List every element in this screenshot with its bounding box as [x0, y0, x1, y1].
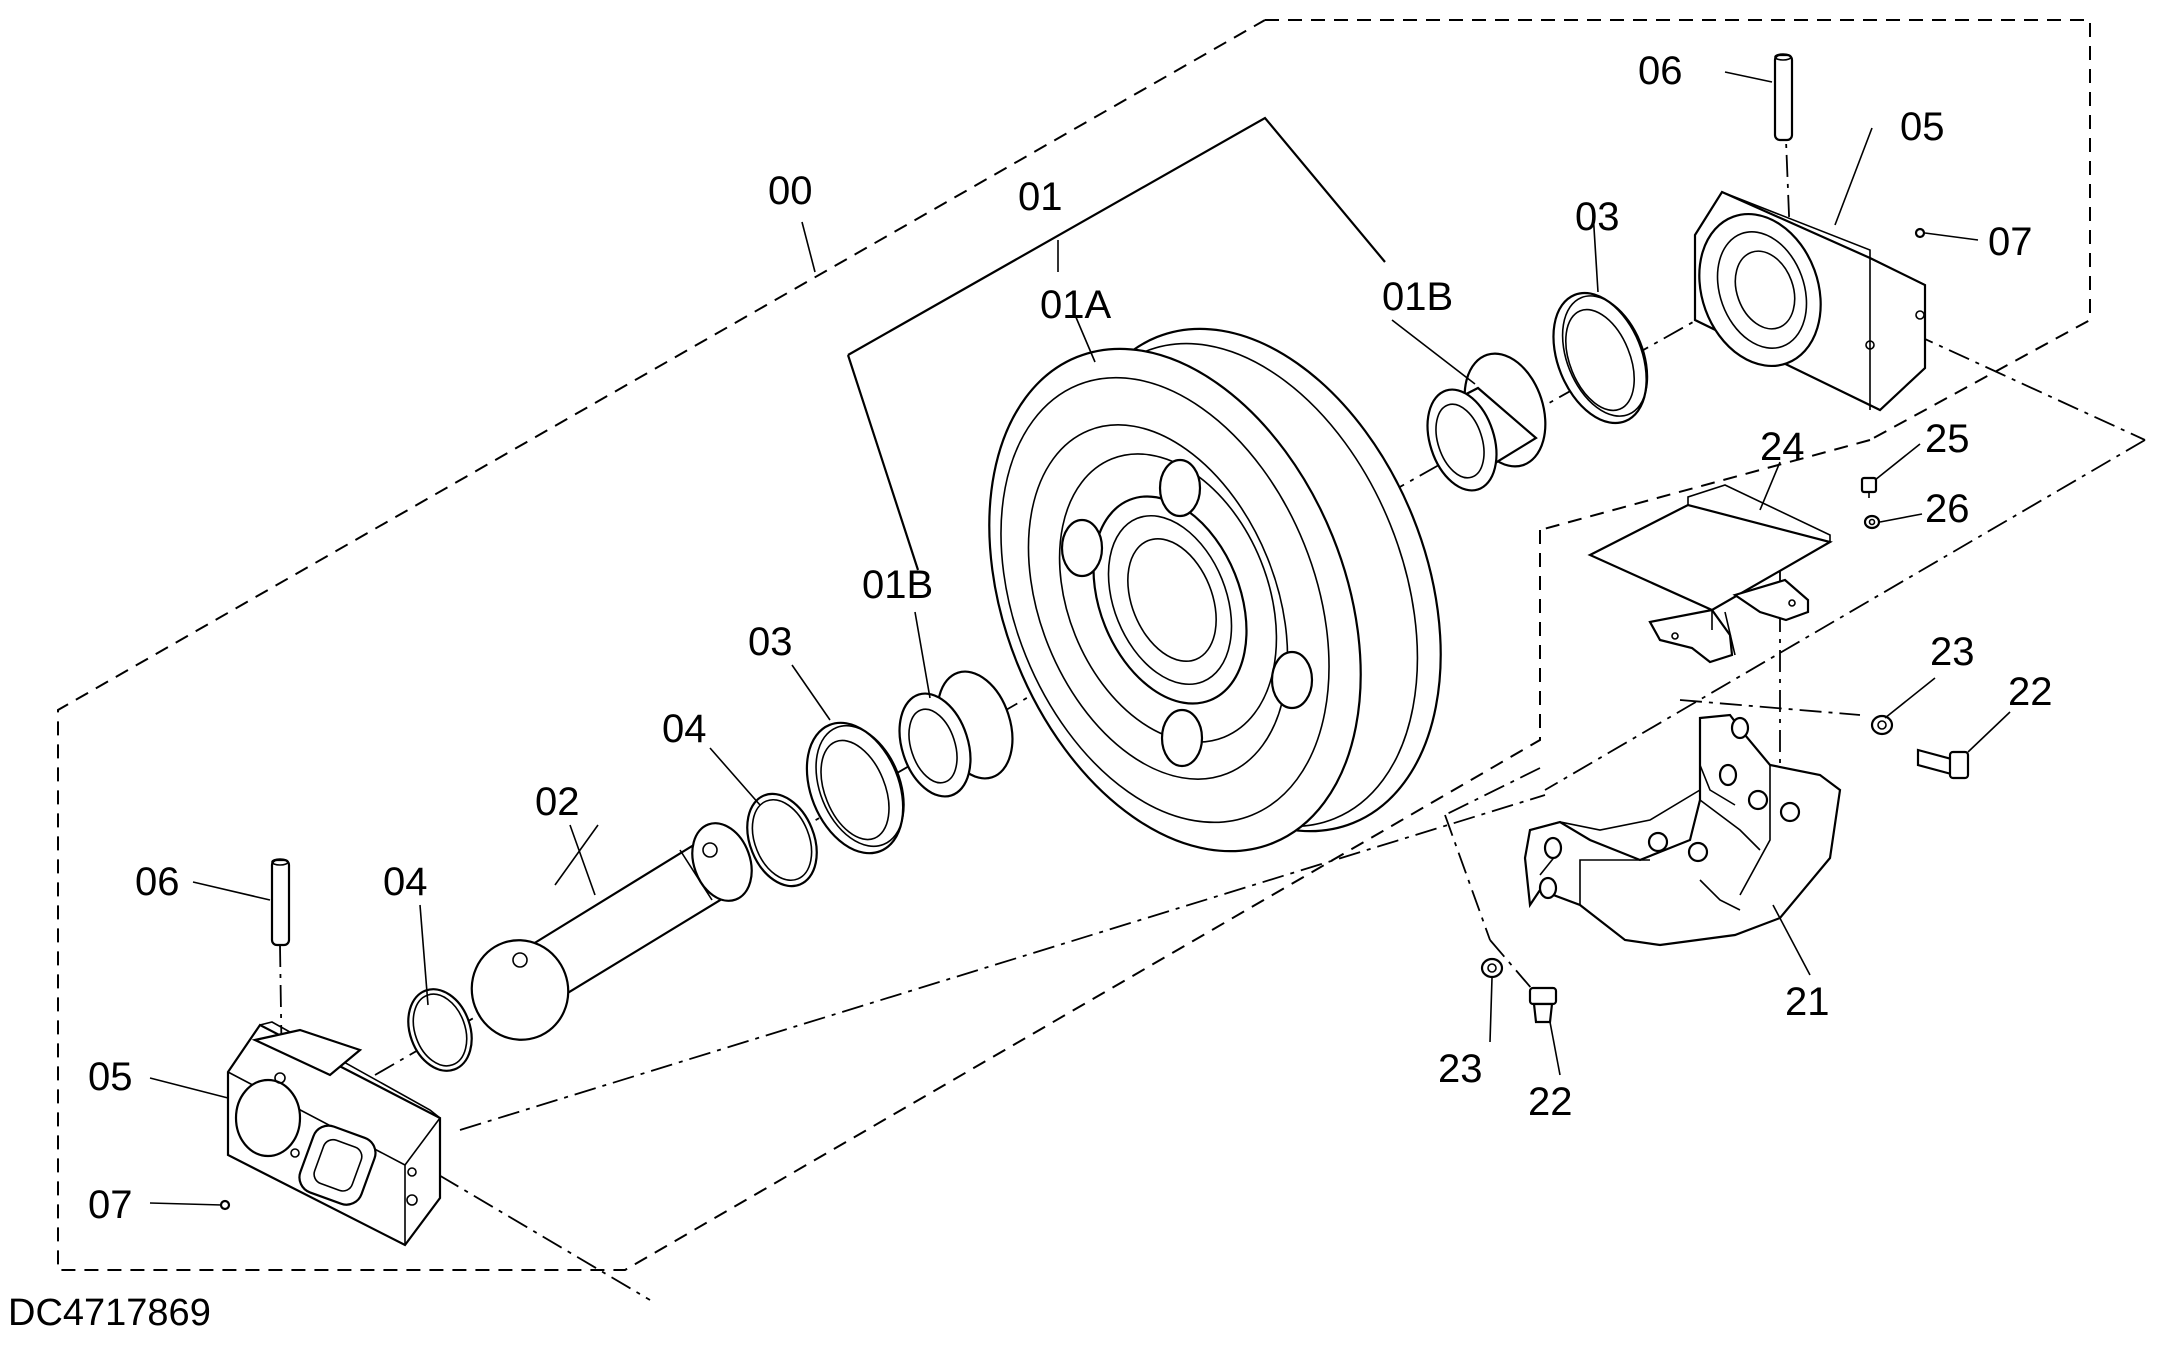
callout-06-right: 06	[1638, 49, 1683, 93]
seal-03-left	[805, 721, 905, 855]
bolt-22-lower	[1528, 986, 1558, 1024]
seal-03-right	[1552, 291, 1649, 425]
callout-03-left: 03	[748, 620, 793, 664]
callout-07-right: 07	[1988, 220, 2033, 264]
guard-plate-24	[1587, 484, 1833, 664]
bushing-01b-right	[1426, 352, 1547, 492]
drawing-number: DC4717869	[8, 1292, 211, 1334]
washer-26	[1863, 514, 1881, 530]
idler-wheel-01	[988, 327, 1442, 853]
grease-nipple-07-left	[219, 1199, 231, 1211]
callout-22-lower: 22	[1528, 1080, 1573, 1124]
callout-23-upper: 23	[1930, 630, 1975, 674]
washer-23-upper	[1870, 714, 1894, 736]
shaft-02	[470, 822, 753, 1041]
callout-06-left: 06	[135, 860, 180, 904]
callout-01a: 01A	[1040, 283, 1111, 327]
callout-22-upper: 22	[2008, 670, 2053, 714]
callout-01b-right: 01B	[1382, 275, 1453, 319]
callout-03-right: 03	[1575, 195, 1620, 239]
callout-07-left: 07	[88, 1183, 133, 1227]
leader-lines	[149, 71, 2011, 1206]
callout-02: 02	[535, 780, 580, 824]
callout-23-lower: 23	[1438, 1047, 1483, 1091]
assembly-boundary-00	[57, 19, 2091, 1271]
callout-26: 26	[1925, 487, 1970, 531]
callout-00: 00	[768, 169, 813, 213]
pin-06-right	[1773, 53, 1794, 142]
callout-05-right: 05	[1900, 105, 1945, 149]
support-block-05-left	[226, 1021, 442, 1247]
callout-labels: 00 01 01A 01B 01B 02 03 03 04 04 05 05 0…	[88, 49, 2053, 1227]
callout-25: 25	[1925, 417, 1970, 461]
support-block-05-right	[1693, 190, 1927, 412]
callout-24: 24	[1760, 425, 1805, 469]
bushing-01b-left	[898, 670, 1014, 798]
bracket-01-group	[846, 116, 1386, 571]
pin-06-left	[270, 858, 291, 947]
washer-23-lower	[1480, 957, 1504, 979]
callout-01: 01	[1018, 175, 1063, 219]
bolt-22-upper	[1916, 748, 1970, 780]
callout-05-left: 05	[88, 1055, 133, 1099]
callout-01b-left: 01B	[862, 563, 933, 607]
bolt-25	[1860, 476, 1878, 498]
mounting-bracket-21	[1523, 713, 1842, 947]
o-ring-04-inner	[746, 792, 818, 888]
o-ring-04-outer	[407, 988, 473, 1072]
callout-04-outer: 04	[383, 860, 428, 904]
grease-nipple-07-right	[1914, 227, 1926, 239]
callout-21: 21	[1785, 980, 1830, 1024]
callout-04-inner: 04	[662, 707, 707, 751]
